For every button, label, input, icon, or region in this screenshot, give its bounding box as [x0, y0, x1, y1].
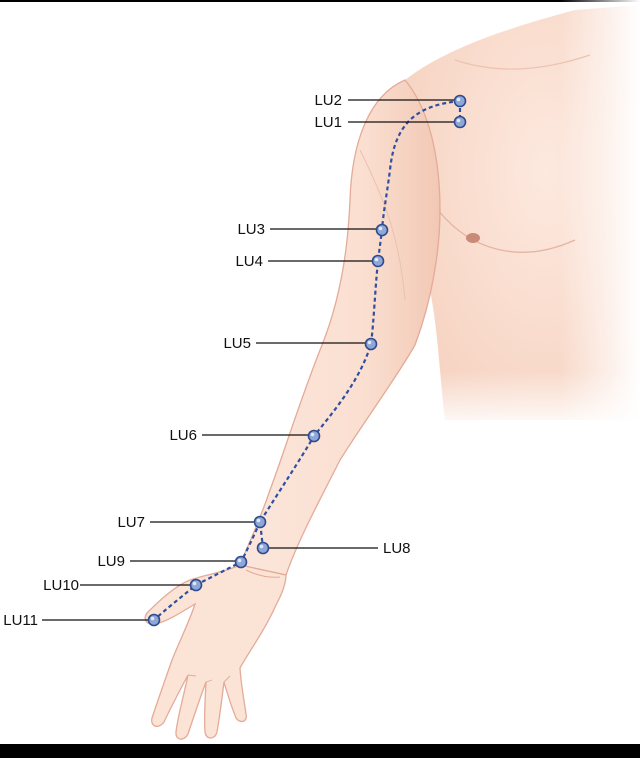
label-lu9: LU9	[97, 553, 125, 570]
pectoral-contour	[437, 209, 576, 253]
point-lu11	[147, 613, 161, 627]
label-lu4: LU4	[235, 253, 263, 270]
point-lu1	[453, 115, 467, 129]
torso-fade-bottom	[430, 370, 640, 430]
point-lu8	[256, 541, 270, 555]
deltoid-contour	[359, 149, 406, 301]
label-lu7: LU7	[117, 514, 145, 531]
leader-lines	[42, 99, 454, 621]
label-lu10: LU10	[43, 577, 79, 594]
wrist-crease	[245, 569, 281, 578]
label-lu2: LU2	[314, 92, 342, 109]
acupoints	[147, 94, 467, 627]
point-lu4	[371, 254, 385, 268]
point-lu7	[253, 515, 267, 529]
point-lu5	[364, 337, 378, 351]
label-lu3: LU3	[237, 221, 265, 238]
point-lu2	[453, 94, 467, 108]
label-lu11: LU11	[3, 612, 38, 629]
nipple	[466, 233, 480, 243]
label-lu6: LU6	[169, 427, 197, 444]
label-lu8: LU8	[383, 540, 411, 557]
torso-fade	[560, 0, 640, 430]
point-lu3	[375, 223, 389, 237]
point-lu10	[189, 578, 203, 592]
point-labels: LU2 LU1 LU3 LU4 LU5 LU6 LU7 LU8 LU9 LU10…	[3, 92, 410, 629]
point-lu6	[307, 429, 321, 443]
point-lu9	[234, 555, 248, 569]
label-lu5: LU5	[223, 335, 251, 352]
finger-lines	[187, 674, 231, 683]
clavicle-contour	[454, 54, 591, 70]
label-lu1: LU1	[314, 114, 342, 131]
hand	[144, 564, 287, 740]
